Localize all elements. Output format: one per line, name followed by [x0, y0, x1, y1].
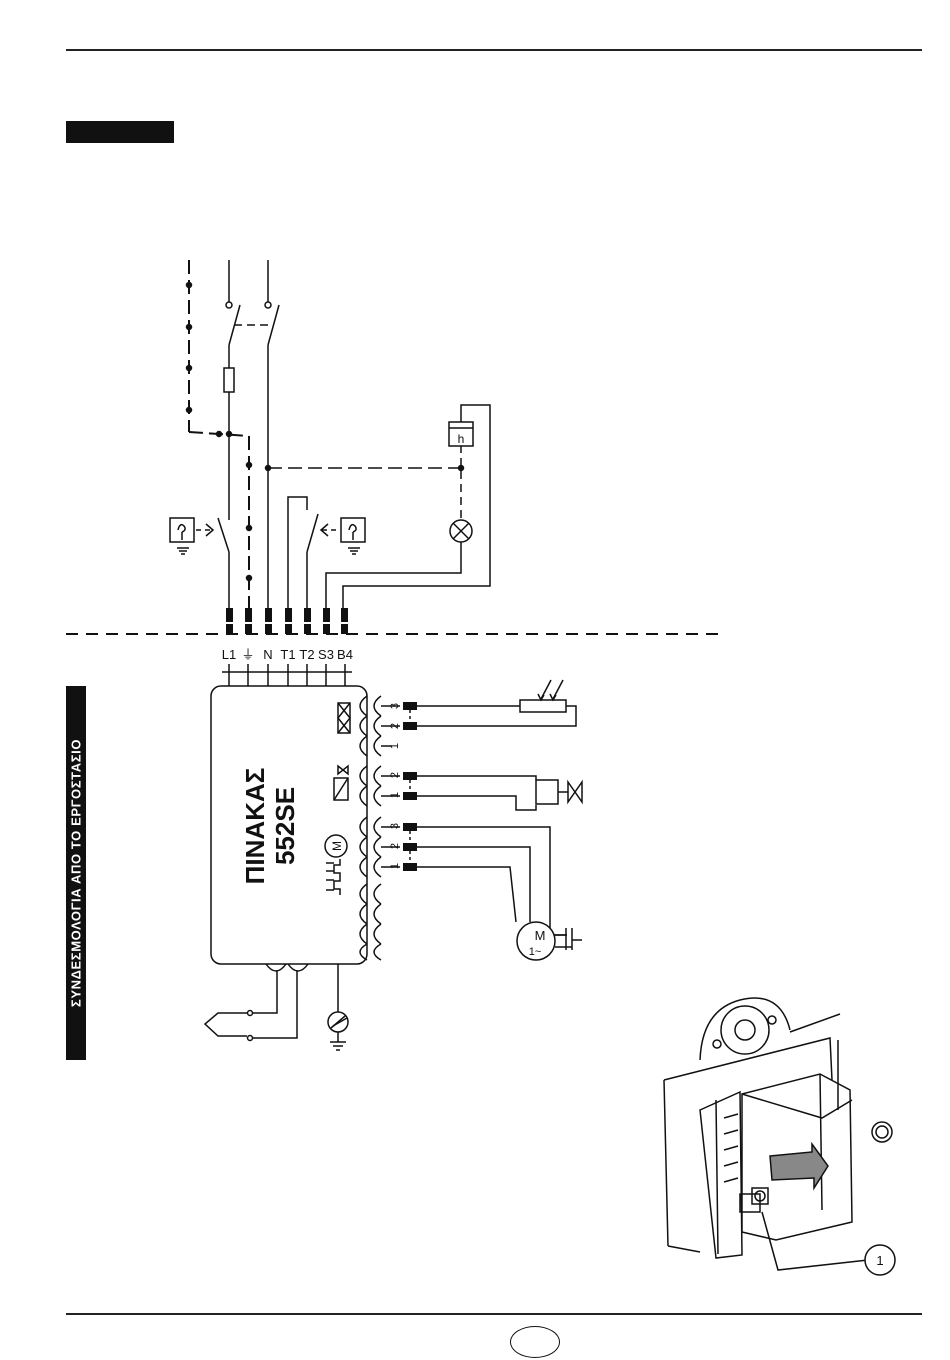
supply-lines: h — [170, 260, 490, 612]
terminal-label-earth: ⏚ — [241, 647, 254, 662]
solenoid-valve — [417, 776, 582, 810]
panel-model: 552SE — [270, 787, 300, 865]
conn-a-2: 2 — [389, 723, 401, 729]
terminal-label-s3: S3 — [318, 647, 334, 662]
bottom-rule — [66, 1313, 922, 1315]
burner-illustration — [664, 998, 892, 1270]
conn-c-3: 3 — [389, 823, 401, 829]
panel-title-group: ΠΙΝΑΚΑΣ 552SE — [240, 768, 300, 885]
terminal-label-n: N — [263, 647, 272, 662]
conn-c-1: 1 — [389, 863, 401, 869]
conn-a-1: 1 — [389, 743, 401, 749]
callout-number: 1 — [876, 1253, 883, 1268]
hour-meter-label: h — [458, 432, 465, 446]
connector-numbers: 3 2 1 2 1 3 2 1 — [389, 703, 401, 869]
page-number-oval — [510, 1326, 560, 1358]
fan-motor: M 1~ — [417, 827, 582, 960]
svg-text:M: M — [330, 841, 344, 851]
valve-symbol — [334, 766, 348, 800]
motor-phase: 1~ — [529, 946, 542, 958]
conn-b-2: 2 — [389, 772, 401, 778]
motor-label: M — [535, 928, 546, 943]
photocell-symbol — [338, 703, 350, 733]
panel-title: ΠΙΝΑΚΑΣ — [240, 768, 270, 885]
terminal-label-l1: L1 — [222, 647, 236, 662]
terminal-label-b4: B4 — [337, 647, 353, 662]
conn-a-3: 3 — [389, 703, 401, 709]
terminal-wires — [222, 664, 352, 686]
terminal-labels: L1 ⏚ N T1 T2 S3 B4 — [222, 647, 353, 662]
conn-c-2: 2 — [389, 843, 401, 849]
photo-resistor — [417, 680, 576, 726]
conn-b-1: 1 — [389, 792, 401, 798]
terminal-label-t1: T1 — [280, 647, 295, 662]
terminal-label-t2: T2 — [299, 647, 314, 662]
terminal-plugs — [226, 608, 348, 634]
motor-symbol-internal: M — [325, 835, 347, 857]
ignition-transformer-symbol — [326, 859, 340, 895]
bottom-connections — [205, 964, 348, 1050]
